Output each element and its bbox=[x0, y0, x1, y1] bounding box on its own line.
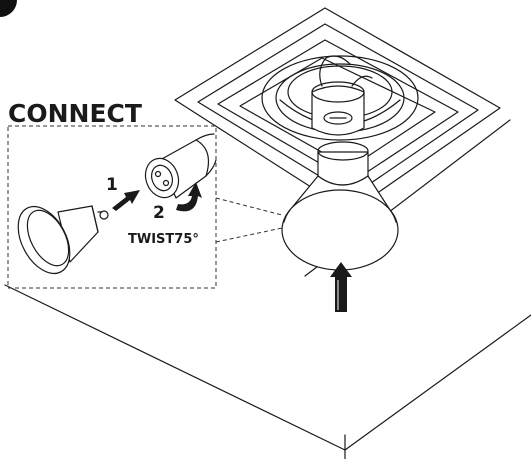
twist-arrow bbox=[176, 182, 202, 212]
leader-line-top bbox=[215, 197, 283, 216]
step1-label: 1 bbox=[106, 175, 118, 195]
lamp-mounted bbox=[281, 141, 399, 271]
step-marker-dot bbox=[0, 0, 17, 17]
leader-line-bottom bbox=[215, 227, 283, 243]
ceiling-surface bbox=[4, 119, 531, 459]
connect-inset-frame bbox=[7, 125, 217, 289]
twist-label: TWIST75° bbox=[128, 232, 199, 247]
step2-label: 2 bbox=[153, 203, 165, 223]
step1-arrow bbox=[112, 190, 140, 211]
bulb-gu10 bbox=[17, 205, 109, 275]
push-up-arrow bbox=[330, 262, 352, 312]
socket-connector bbox=[144, 133, 217, 199]
connect-heading: CONNECT bbox=[8, 99, 142, 128]
recessed-housing bbox=[174, 7, 501, 213]
